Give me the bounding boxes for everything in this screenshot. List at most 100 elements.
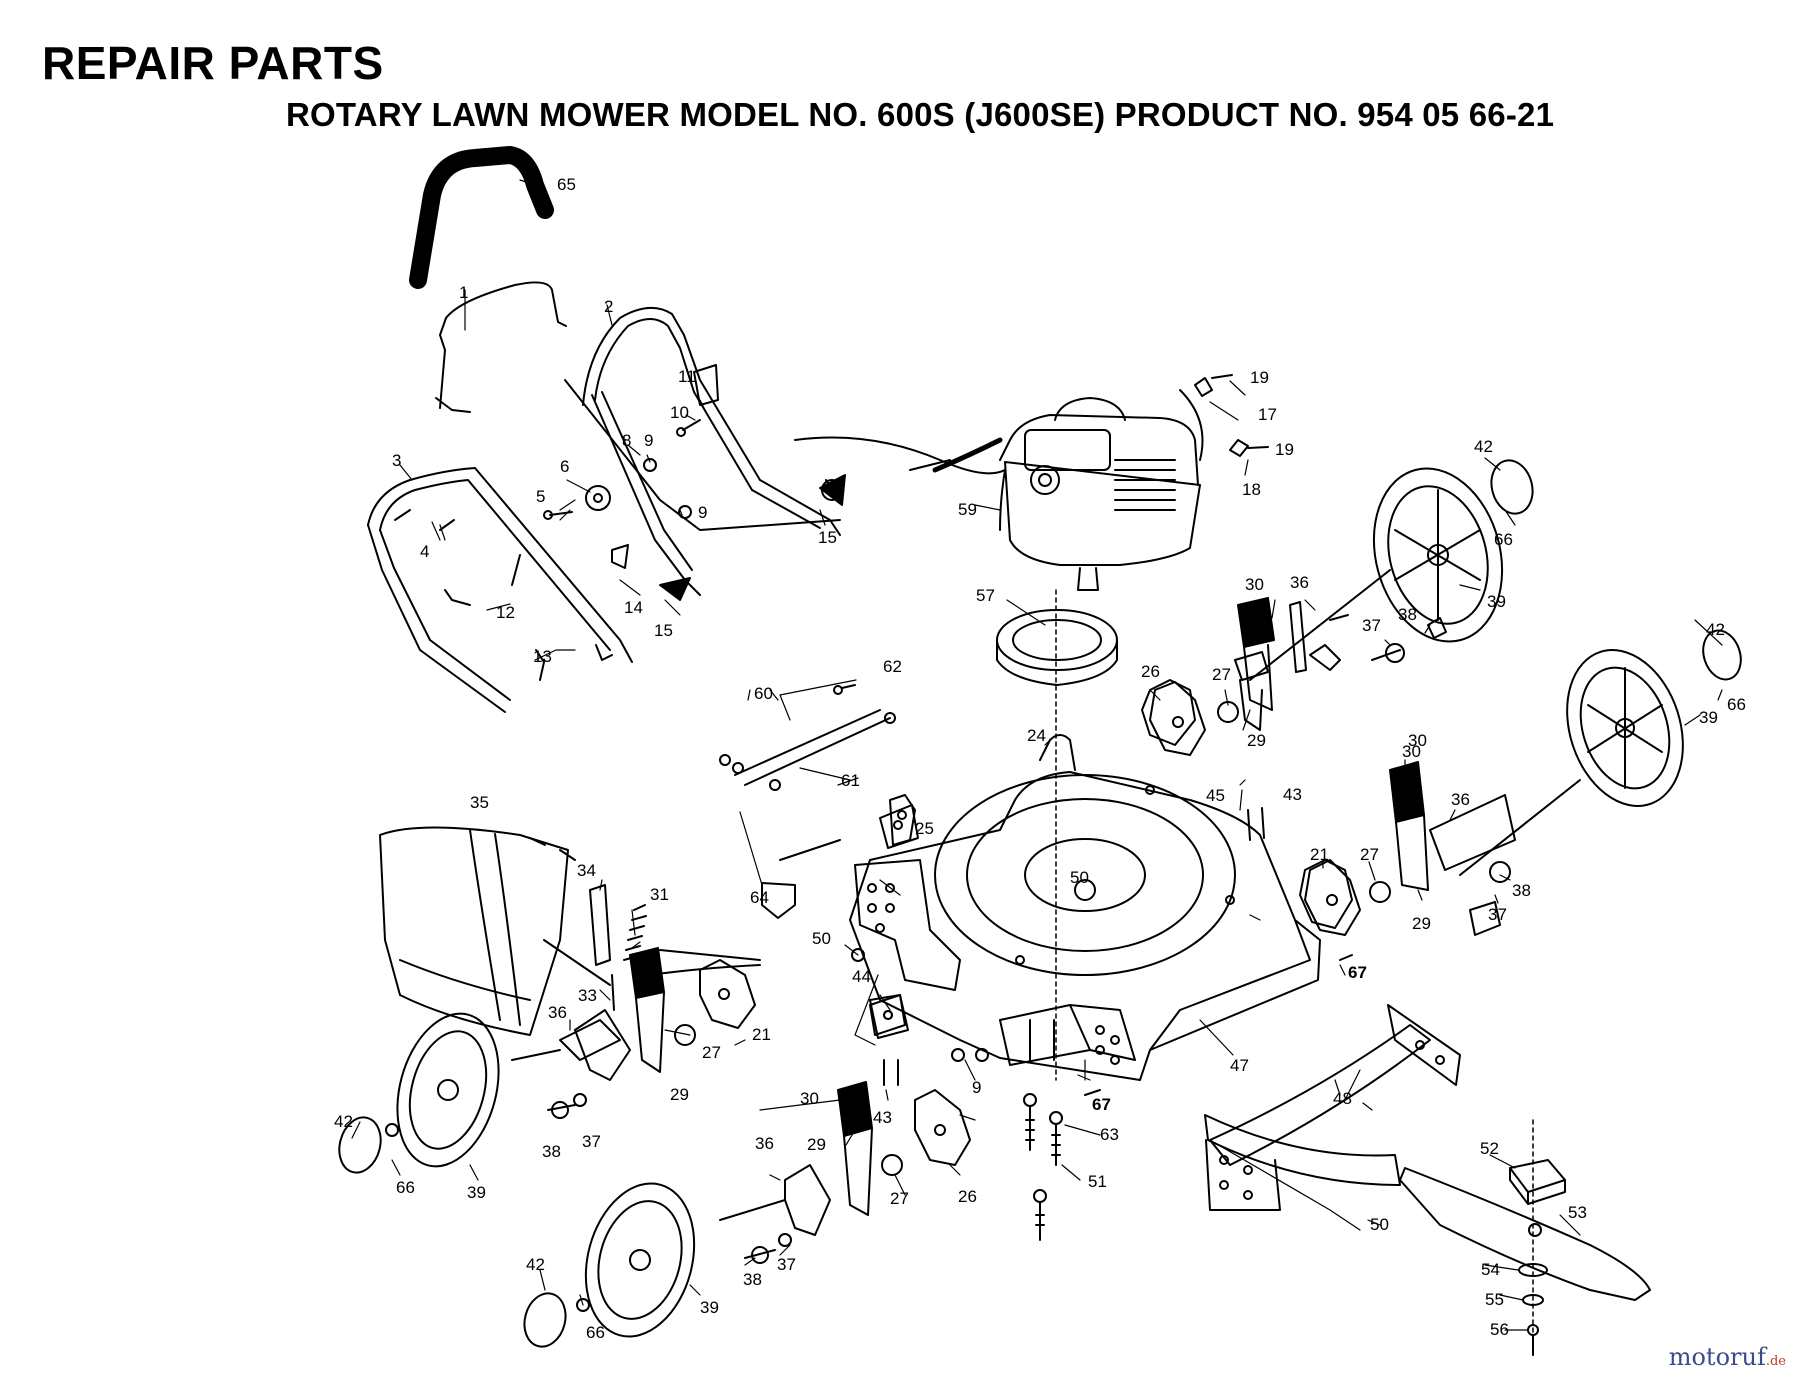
part-label: 12 [496, 603, 515, 622]
part-label: 36 [755, 1134, 774, 1153]
deck-front-bracket [854, 859, 961, 991]
blade-adapter [1509, 1159, 1566, 1205]
part-label: 30 [1245, 575, 1264, 594]
part-label: 9 [972, 1078, 981, 1097]
page-title: REPAIR PARTS [42, 37, 384, 89]
part-label: 48 [1333, 1089, 1352, 1108]
part-label: 10 [670, 403, 689, 422]
part-label: 19 [1275, 440, 1294, 459]
part-label: 38 [542, 1142, 561, 1161]
part-label: 67 [1348, 963, 1367, 982]
part-label: 51 [1088, 1172, 1107, 1191]
rear-left-wheel [338, 1012, 500, 1174]
part-label: 14 [624, 598, 643, 617]
part-label: 45 [1206, 786, 1225, 805]
adjuster-star-rr [1141, 679, 1196, 746]
part-label: 36 [548, 1003, 567, 1022]
part-label: 56 [1490, 1320, 1509, 1339]
part-label: 9 [698, 503, 707, 522]
part-label: 30 [800, 1089, 819, 1108]
part-label: 60 [754, 684, 773, 703]
grass-catcher [379, 826, 576, 1036]
bag-frame-parts [543, 884, 761, 1011]
adjuster-star-fr [1299, 859, 1353, 929]
rear-left-axle [511, 947, 696, 1119]
part-label: 24 [1027, 726, 1046, 745]
rear-skirt [1209, 1004, 1461, 1166]
front-right-wheel [1566, 629, 1742, 807]
part-label: 43 [1283, 785, 1302, 804]
mulch-rod-assembly [719, 684, 896, 791]
blade-hardware [1518, 1263, 1548, 1356]
part-label: 59 [958, 500, 977, 519]
part-label: 54 [1481, 1260, 1500, 1279]
part-label: 39 [1699, 708, 1718, 727]
part-label: 29 [807, 1135, 826, 1154]
upper-handle [435, 281, 567, 413]
engine-hardware [1194, 374, 1269, 457]
part-label: 3 [392, 451, 401, 470]
part-label: 38 [1512, 881, 1531, 900]
part-label: 8 [622, 431, 631, 450]
part-label: 39 [700, 1298, 719, 1317]
front-left-bracket [869, 994, 909, 1086]
rear-right-wheel [1372, 459, 1534, 643]
rear-right-axle [1249, 569, 1447, 681]
part-label: 50 [1370, 1215, 1389, 1234]
part-label: 29 [670, 1085, 689, 1104]
part-number-labels: 65 1 2 3 4 5 6 8 9 9 10 11 12 13 14 15 1… [334, 175, 1746, 1342]
part-label: 37 [1362, 616, 1381, 635]
part-label: 55 [1485, 1290, 1504, 1309]
part-label: 38 [1398, 605, 1417, 624]
part-label: 66 [396, 1178, 415, 1197]
part-label: 11 [678, 367, 696, 386]
part-label: 34 [577, 861, 596, 880]
part-label: 25 [915, 819, 934, 838]
part-label: 66 [586, 1323, 605, 1342]
part-label: 33 [578, 986, 597, 1005]
adjuster-plate-fl [914, 1089, 971, 1166]
middle-handle [564, 307, 841, 596]
part-label: 62 [883, 657, 902, 676]
part-label: 29 [1412, 914, 1431, 933]
part-label: 43 [873, 1108, 892, 1127]
part-label: 63 [1100, 1125, 1119, 1144]
part-label: 37 [1488, 905, 1507, 924]
height-lever-rr [1237, 597, 1275, 711]
part-label: 66 [1727, 695, 1746, 714]
part-label: 6 [560, 457, 569, 476]
part-label: 67 [1092, 1095, 1111, 1114]
part-label: 27 [1360, 845, 1379, 864]
part-label: 35 [470, 793, 489, 812]
part-label: 42 [1474, 437, 1493, 456]
part-label: 26 [1141, 662, 1160, 681]
part-label: 39 [1487, 592, 1506, 611]
part-label: 65 [557, 175, 576, 194]
part-label: 4 [420, 542, 429, 561]
part-label: 42 [526, 1255, 545, 1274]
part-label: 36 [1451, 790, 1470, 809]
bracket-25 [889, 794, 916, 846]
part-label: 44 [852, 967, 871, 986]
part-label: 47 [1230, 1056, 1249, 1075]
part-label: 38 [743, 1270, 762, 1289]
lower-handle [367, 467, 633, 713]
part-label: 42 [334, 1112, 353, 1131]
part-label: 66 [1494, 530, 1513, 549]
watermark-text: motoruf [1668, 1343, 1766, 1371]
cutting-blade [1399, 1167, 1651, 1301]
part-label: 9 [644, 431, 653, 450]
part-label: 5 [536, 487, 545, 506]
page-subtitle: ROTARY LAWN MOWER MODEL NO. 600S (J600SE… [286, 96, 1555, 133]
front-baffle [1204, 1114, 1401, 1211]
part-label: 19 [1250, 368, 1269, 387]
part-label: 26 [958, 1187, 977, 1206]
adjuster-plate-rl [699, 959, 756, 1029]
part-label: 39 [467, 1183, 486, 1202]
discharge-plate [999, 1004, 1136, 1066]
part-label: 27 [1212, 665, 1231, 684]
handle-grip [409, 146, 554, 289]
part-label: 31 [650, 885, 669, 904]
leader-lines [351, 179, 1723, 1331]
